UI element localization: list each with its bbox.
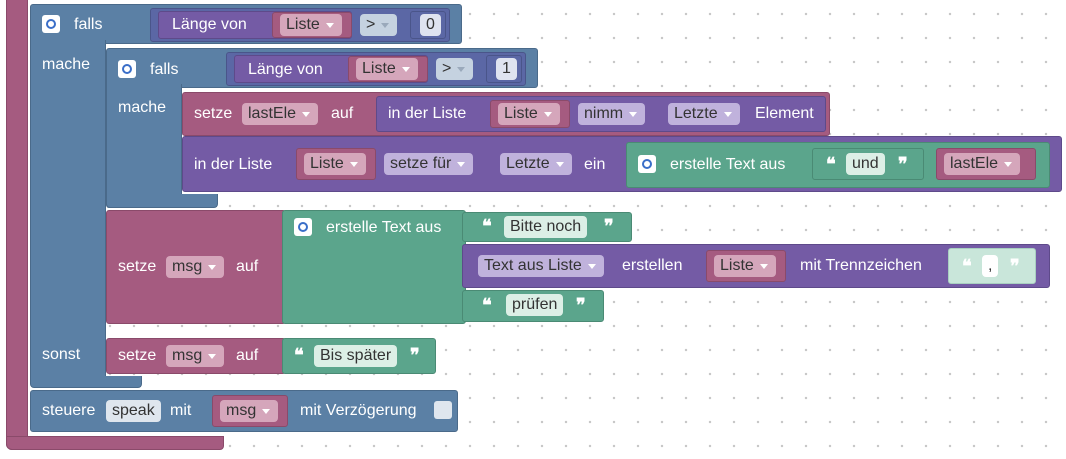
mutator-gear-icon-3[interactable]: [638, 155, 656, 173]
where-dropdown-2[interactable]: Letzte: [500, 153, 572, 175]
join-create-label: erstellen: [622, 257, 683, 274]
length-label: Länge von: [172, 16, 247, 33]
text-field-pruefen[interactable]: prüfen: [506, 294, 564, 316]
set-label: setze: [194, 105, 233, 122]
variable-dropdown-2[interactable]: Liste: [356, 58, 418, 80]
close-quote-icon-2: ❞: [604, 216, 614, 237]
join-mode-dropdown[interactable]: Text aus Liste: [478, 255, 604, 277]
delay-label: mit Verzögerung: [300, 402, 417, 419]
operator-dropdown[interactable]: >: [360, 14, 398, 36]
to-label-3: auf: [236, 347, 259, 364]
mode-dropdown[interactable]: nimm: [578, 103, 646, 125]
mutator-gear-icon-4[interactable]: [294, 218, 312, 236]
if-block-outer-bottom: [30, 376, 142, 388]
text-field-separator[interactable]: ,: [982, 255, 999, 277]
to-label-2: auf: [236, 258, 259, 275]
close-quote-icon-4: ❞: [576, 295, 586, 316]
if-block-inner-spine: [106, 84, 182, 208]
close-quote-icon: ❞: [898, 154, 908, 175]
if-block-outer-spine: [30, 40, 106, 386]
variable-dropdown-3[interactable]: Liste: [498, 103, 560, 125]
list-get-block[interactable]: [376, 96, 826, 132]
in-list-label: in der Liste: [388, 105, 467, 122]
text-field-bis-spaeter[interactable]: Bis später: [314, 345, 398, 367]
else-label: sonst: [42, 346, 81, 363]
target-field[interactable]: speak: [106, 400, 161, 422]
text-field-und[interactable]: und: [846, 153, 885, 175]
do-label: mache: [42, 56, 91, 73]
if-label-2: falls: [150, 61, 179, 78]
if-block-inner-bottom: [106, 194, 218, 208]
variable-dropdown-lastele[interactable]: lastEle: [242, 103, 319, 125]
variable-dropdown-lastele-2[interactable]: lastEle: [944, 153, 1021, 175]
set-label-3: setze: [118, 347, 157, 364]
variable-dropdown-msg-3[interactable]: msg: [220, 400, 279, 422]
create-text-label: erstelle Text aus: [670, 156, 786, 173]
variable-dropdown-msg-2[interactable]: msg: [166, 345, 225, 367]
text-join-block-2[interactable]: [282, 210, 466, 324]
operator-dropdown-2[interactable]: >: [436, 58, 474, 80]
with-label: mit: [170, 402, 192, 419]
mode-dropdown-2[interactable]: setze für: [384, 153, 474, 175]
delay-checkbox[interactable]: [434, 401, 452, 419]
control-label: steuere: [42, 402, 96, 419]
close-quote-icon-5: ❞: [410, 345, 420, 366]
create-text-label-2: erstelle Text aus: [326, 219, 442, 236]
variable-dropdown-4[interactable]: Liste: [304, 153, 366, 175]
open-quote-icon-2: ❝: [482, 216, 492, 237]
if-label: falls: [74, 16, 103, 33]
open-quote-icon-4: ❝: [482, 295, 492, 316]
do-label-2: mache: [118, 99, 167, 116]
outer-event-block[interactable]: [6, 0, 28, 450]
open-quote-icon-5: ❝: [294, 345, 304, 366]
number-field-2[interactable]: 1: [496, 58, 517, 80]
element-label: Element: [755, 105, 814, 122]
where-dropdown[interactable]: Letzte: [668, 103, 740, 125]
variable-dropdown[interactable]: Liste: [280, 14, 342, 36]
to-label: auf: [331, 105, 354, 122]
text-field-bitte[interactable]: Bitte noch: [504, 216, 588, 238]
insert-label: ein: [584, 156, 606, 173]
outer-event-block-bottom: [6, 436, 224, 450]
close-quote-icon-3: ❞: [1010, 256, 1020, 277]
variable-dropdown-5[interactable]: Liste: [714, 255, 776, 277]
in-list-label-2: in der Liste: [194, 156, 273, 173]
set-label-2: setze: [118, 258, 157, 275]
open-quote-icon: ❝: [826, 154, 836, 175]
length-label-2: Länge von: [248, 61, 323, 78]
number-field[interactable]: 0: [420, 14, 441, 36]
variable-dropdown-msg[interactable]: msg: [166, 256, 225, 278]
mutator-gear-icon-2[interactable]: [118, 60, 136, 78]
open-quote-icon-3: ❝: [962, 256, 972, 277]
separator-label: mit Trennzeichen: [800, 257, 922, 274]
mutator-gear-icon[interactable]: [42, 15, 60, 33]
